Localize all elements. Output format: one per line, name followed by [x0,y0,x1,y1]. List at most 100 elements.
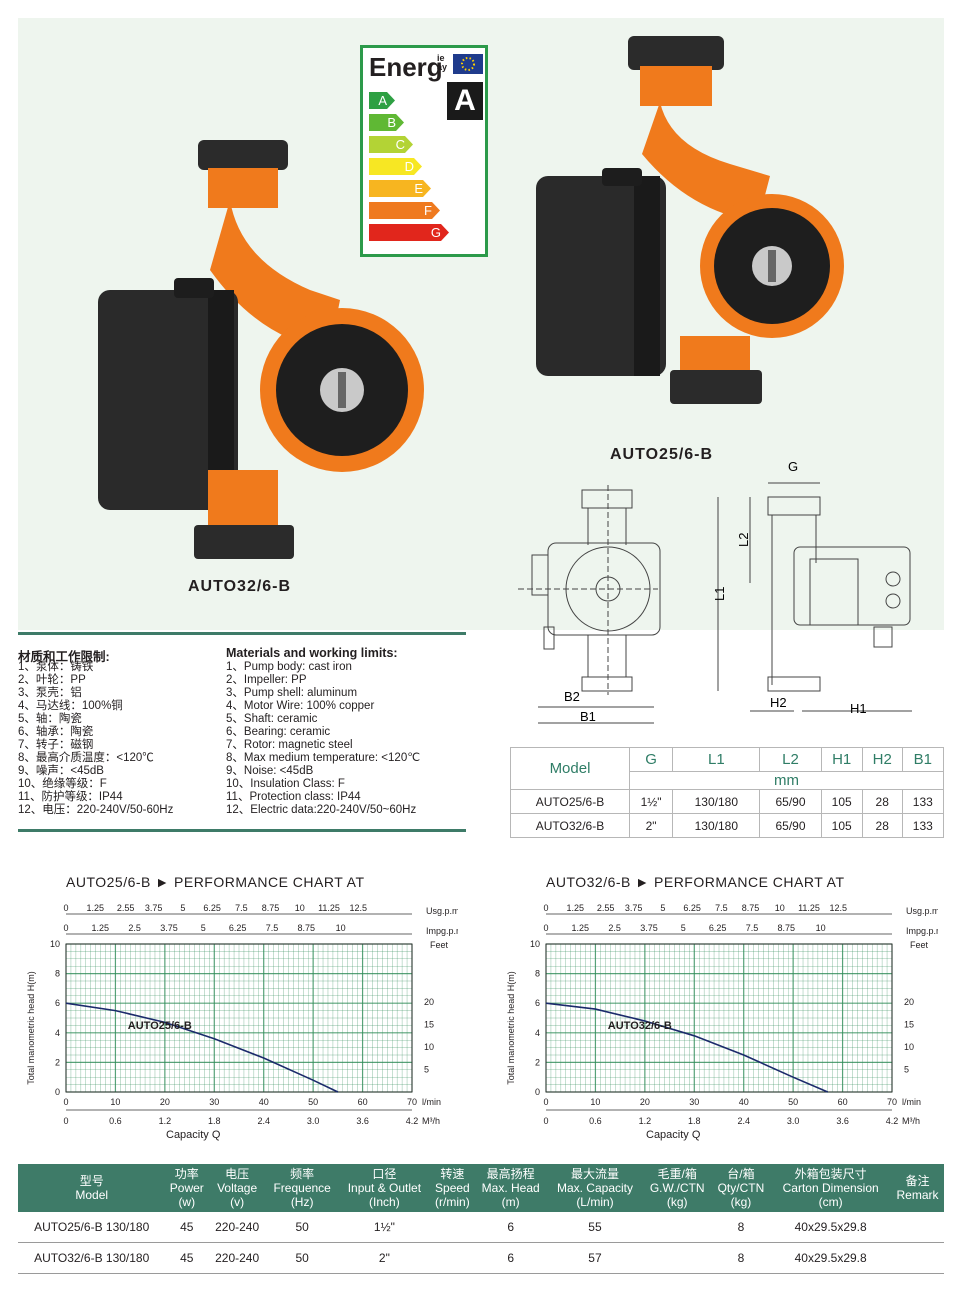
spec-header-unit: (cm) [818,1195,843,1209]
materials-title-en: Materials and working limits: [226,646,398,660]
dims-unit: mm [629,771,944,790]
top-tick-usg: 2.55 [597,903,615,913]
top-tick-usg: 6.25 [203,903,221,913]
material-item-cn: 8、最高介质温度：<120℃ [18,752,154,764]
top-unit-impg: Impg.p.m [426,926,458,936]
x-tick-lmin: 50 [788,1097,798,1107]
material-item-en: 1、Pump body: cast iron [226,661,352,673]
top-tick-impg: 3.75 [160,923,178,933]
dims-cell: 130/180 [672,789,761,814]
material-item-en: 12、Electric data:220-240V/50~60Hz [226,804,417,816]
spec-cell: 50 [266,1242,339,1274]
material-item-cn: 9、噪声：<45dB [18,765,104,777]
top-tick-usg: 12.5 [349,903,367,913]
top-tick-impg: 2.5 [128,923,141,933]
x-tick-m3h: 4.2 [406,1116,419,1126]
energy-class-d: D [369,158,422,175]
spec-cell [642,1242,712,1274]
material-item-en: 6、Bearing: ceramic [226,726,331,738]
x-tick-lmin: 70 [887,1097,897,1107]
spec-header-cn: 功率 [174,1167,199,1181]
top-tick-impg: 7.5 [746,923,759,933]
dims-cell: 133 [901,789,945,814]
spec-cell [642,1212,712,1243]
chart-title-left: AUTO25/6-B ► PERFORMANCE CHART AT [66,874,365,890]
pump-image-auto25 [536,36,844,404]
x-tick-m3h: 2.4 [257,1116,270,1126]
series-label: AUTO25/6-B [128,1020,192,1032]
x-tick-m3h: 1.8 [688,1116,701,1126]
y-tick: 4 [55,1028,60,1038]
x-tick-lmin: 50 [308,1097,318,1107]
top-tick-impg: 10 [816,923,826,933]
y2-tick: 5 [424,1064,429,1074]
spec-cell: 6 [474,1242,548,1274]
top-tick-usg: 7.5 [715,903,728,913]
spec-cell: 57 [547,1242,643,1274]
spec-cell: 1½" [338,1212,431,1243]
spec-header-en: Frequence [273,1181,331,1195]
top-tick-usg: 3.75 [145,903,163,913]
spec-header-cn: 频率 [290,1167,315,1181]
pump-label-right: AUTO25/6-B [610,446,714,463]
x-tick-lmin: 30 [209,1097,219,1107]
y-axis-label: Total manometric head H(m) [26,971,36,1085]
top-tick-impg: 6.25 [709,923,727,933]
spec-header-unit: (kg) [730,1195,752,1209]
x-tick-m3h: 0 [543,1116,548,1126]
x-tick-m3h: 1.8 [208,1116,221,1126]
dim-label-g: G [788,459,798,474]
y2-tick: 10 [424,1042,434,1052]
top-tick-usg: 0 [63,903,68,913]
top-tick-usg: 1.25 [86,903,104,913]
x-tick-lmin: 20 [640,1097,650,1107]
x-tick-lmin: 10 [110,1097,120,1107]
spec-header-en: Power [169,1181,204,1195]
materials-rule-bottom [18,829,466,832]
top-tick-impg: 8.75 [298,923,316,933]
spec-cell [430,1212,475,1243]
y2-tick: 20 [424,997,434,1007]
x-tick-m3h: 0.6 [589,1116,602,1126]
energy-class-c: C [369,136,413,153]
spec-cell: 8 [711,1242,771,1274]
x-tick-m3h: 2.4 [737,1116,750,1126]
dims-header-model: Model [510,747,630,790]
top-tick-impg: 2.5 [608,923,621,933]
x-tick-lmin: 20 [160,1097,170,1107]
material-item-cn: 6、轴承：陶瓷 [18,726,94,738]
spec-header-cn: 台/箱 [727,1167,755,1181]
energy-class-a: A [369,92,395,109]
top-tick-impg: 5 [201,923,206,933]
spec-cell [891,1242,944,1274]
spec-header-unit: (kg) [666,1195,688,1209]
series-label: AUTO32/6-B [608,1020,672,1032]
x-unit-m3h: M³/h [422,1116,440,1126]
spec-header-unit: (L/min) [576,1195,614,1209]
material-item-cn: 12、电压：220-240V/50-60Hz [18,804,174,816]
material-item-cn: 3、泵壳：铝 [18,687,82,699]
top-tick-impg: 7.5 [266,923,279,933]
material-item-cn: 2、叶轮：PP [18,674,86,686]
energy-class-f: F [369,202,440,219]
energy-class-e: E [369,180,431,197]
top-tick-usg: 3.75 [625,903,643,913]
spec-header-unit: (Hz) [290,1195,314,1209]
y2-tick: 15 [904,1019,914,1029]
spec-header-cn: 型号 [79,1174,104,1188]
spec-header-unit: (r/min) [435,1195,470,1209]
y-tick: 10 [530,939,540,949]
x-tick-m3h: 0 [63,1116,68,1126]
top-tick-usg: 8.75 [262,903,280,913]
material-item-en: 11、Protection class: IP44 [226,791,361,803]
top-tick-usg: 5 [660,903,665,913]
y2-tick: 20 [904,997,914,1007]
spec-header-en: Input & Outlet [347,1181,422,1195]
spec-cell: 45 [165,1212,209,1243]
